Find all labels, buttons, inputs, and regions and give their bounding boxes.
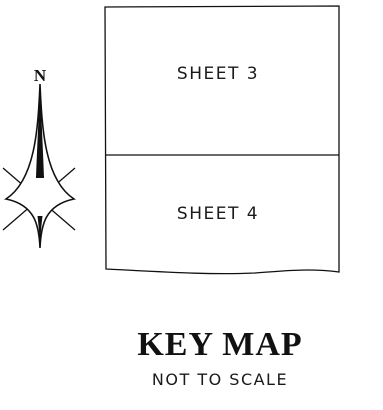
map-title: KEY MAP	[137, 326, 303, 363]
north-arrow-icon	[2, 83, 77, 249]
north-label: N	[33, 66, 47, 85]
sheet-3-label: SHEET 3	[176, 64, 260, 84]
south-needle	[37, 216, 43, 248]
sheet-frame	[104, 5, 340, 275]
sheet-index	[104, 5, 340, 275]
sheet-4-label: SHEET 4	[176, 204, 260, 224]
north-needle	[36, 84, 44, 178]
scale-note: NOT TO SCALE	[151, 370, 289, 389]
